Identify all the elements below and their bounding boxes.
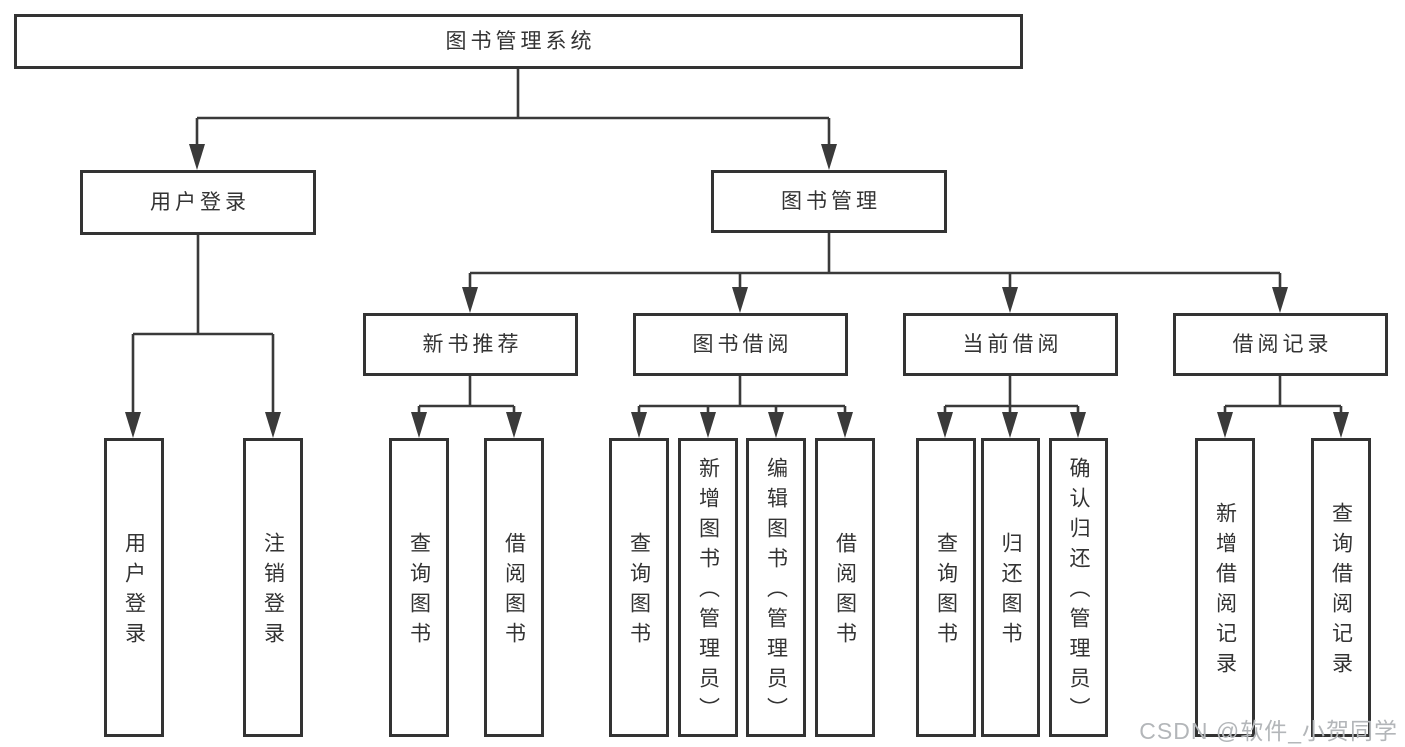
leaf-logout: 注销登录 <box>243 438 303 737</box>
node-root: 图书管理系统 <box>14 14 1023 69</box>
leaf-nb-borrow-book-label: 借阅图书 <box>502 532 526 652</box>
node-user-login-label: 用户登录 <box>150 191 250 214</box>
leaf-bb-edit-book-label: 编辑图书（管理员） <box>764 457 788 727</box>
leaf-bb-edit-book: 编辑图书（管理员） <box>746 438 806 737</box>
node-borrow-records-label: 借阅记录 <box>1232 333 1333 356</box>
leaf-cb-query-book: 查询图书 <box>916 438 976 737</box>
leaf-br-query-record-label: 查询借阅记录 <box>1329 502 1353 682</box>
leaf-br-add-record: 新增借阅记录 <box>1195 438 1255 737</box>
connector-current-borrow-split <box>943 376 1080 414</box>
connector-root-split <box>195 69 831 147</box>
leaf-logout-label: 注销登录 <box>261 532 285 652</box>
csdn-watermark: CSDN @软件_小贺同学 <box>1139 718 1398 744</box>
node-book-borrow-label: 图书借阅 <box>692 333 793 356</box>
node-book-mgmt: 图书管理 <box>711 170 947 233</box>
leaf-nb-borrow-book: 借阅图书 <box>484 438 544 737</box>
leaf-bb-query-book-label: 查询图书 <box>627 532 651 652</box>
leaf-bb-borrow-book: 借阅图书 <box>815 438 875 737</box>
node-book-borrow: 图书借阅 <box>633 313 848 376</box>
node-book-mgmt-label: 图书管理 <box>781 190 881 213</box>
node-new-book-rec: 新书推荐 <box>363 313 578 376</box>
leaf-nb-query-book-label: 查询图书 <box>407 532 431 652</box>
connector-book-mgmt-split <box>468 233 1282 289</box>
leaf-cb-return-book-label: 归还图书 <box>999 532 1022 652</box>
leaf-cb-query-book-label: 查询图书 <box>934 532 958 652</box>
leaf-br-query-record: 查询借阅记录 <box>1311 438 1371 737</box>
leaf-bb-borrow-book-label: 借阅图书 <box>833 532 857 652</box>
connector-user-login-split <box>131 235 275 414</box>
node-current-borrow-label: 当前借阅 <box>962 333 1063 356</box>
leaf-bb-add-book: 新增图书（管理员） <box>678 438 738 737</box>
leaf-br-add-record-label: 新增借阅记录 <box>1213 502 1237 682</box>
leaf-user-login: 用户登录 <box>104 438 164 737</box>
connector-borrow-records-split <box>1223 376 1343 414</box>
node-new-book-rec-label: 新书推荐 <box>422 333 523 356</box>
node-user-login: 用户登录 <box>80 170 316 235</box>
node-borrow-records: 借阅记录 <box>1173 313 1388 376</box>
leaf-cb-confirm-return-label: 确认归还（管理员） <box>1067 457 1090 727</box>
leaf-bb-add-book-label: 新增图书（管理员） <box>696 457 720 727</box>
leaf-bb-query-book: 查询图书 <box>609 438 669 737</box>
connector-new-book-split <box>417 376 516 414</box>
node-current-borrow: 当前借阅 <box>903 313 1118 376</box>
leaf-user-login-label: 用户登录 <box>122 532 146 652</box>
leaf-cb-return-book: 归还图书 <box>981 438 1040 737</box>
connector-book-borrow-split <box>637 376 847 414</box>
leaf-cb-confirm-return: 确认归还（管理员） <box>1049 438 1108 737</box>
node-root-label: 图书管理系统 <box>445 30 596 53</box>
leaf-nb-query-book: 查询图书 <box>389 438 449 737</box>
